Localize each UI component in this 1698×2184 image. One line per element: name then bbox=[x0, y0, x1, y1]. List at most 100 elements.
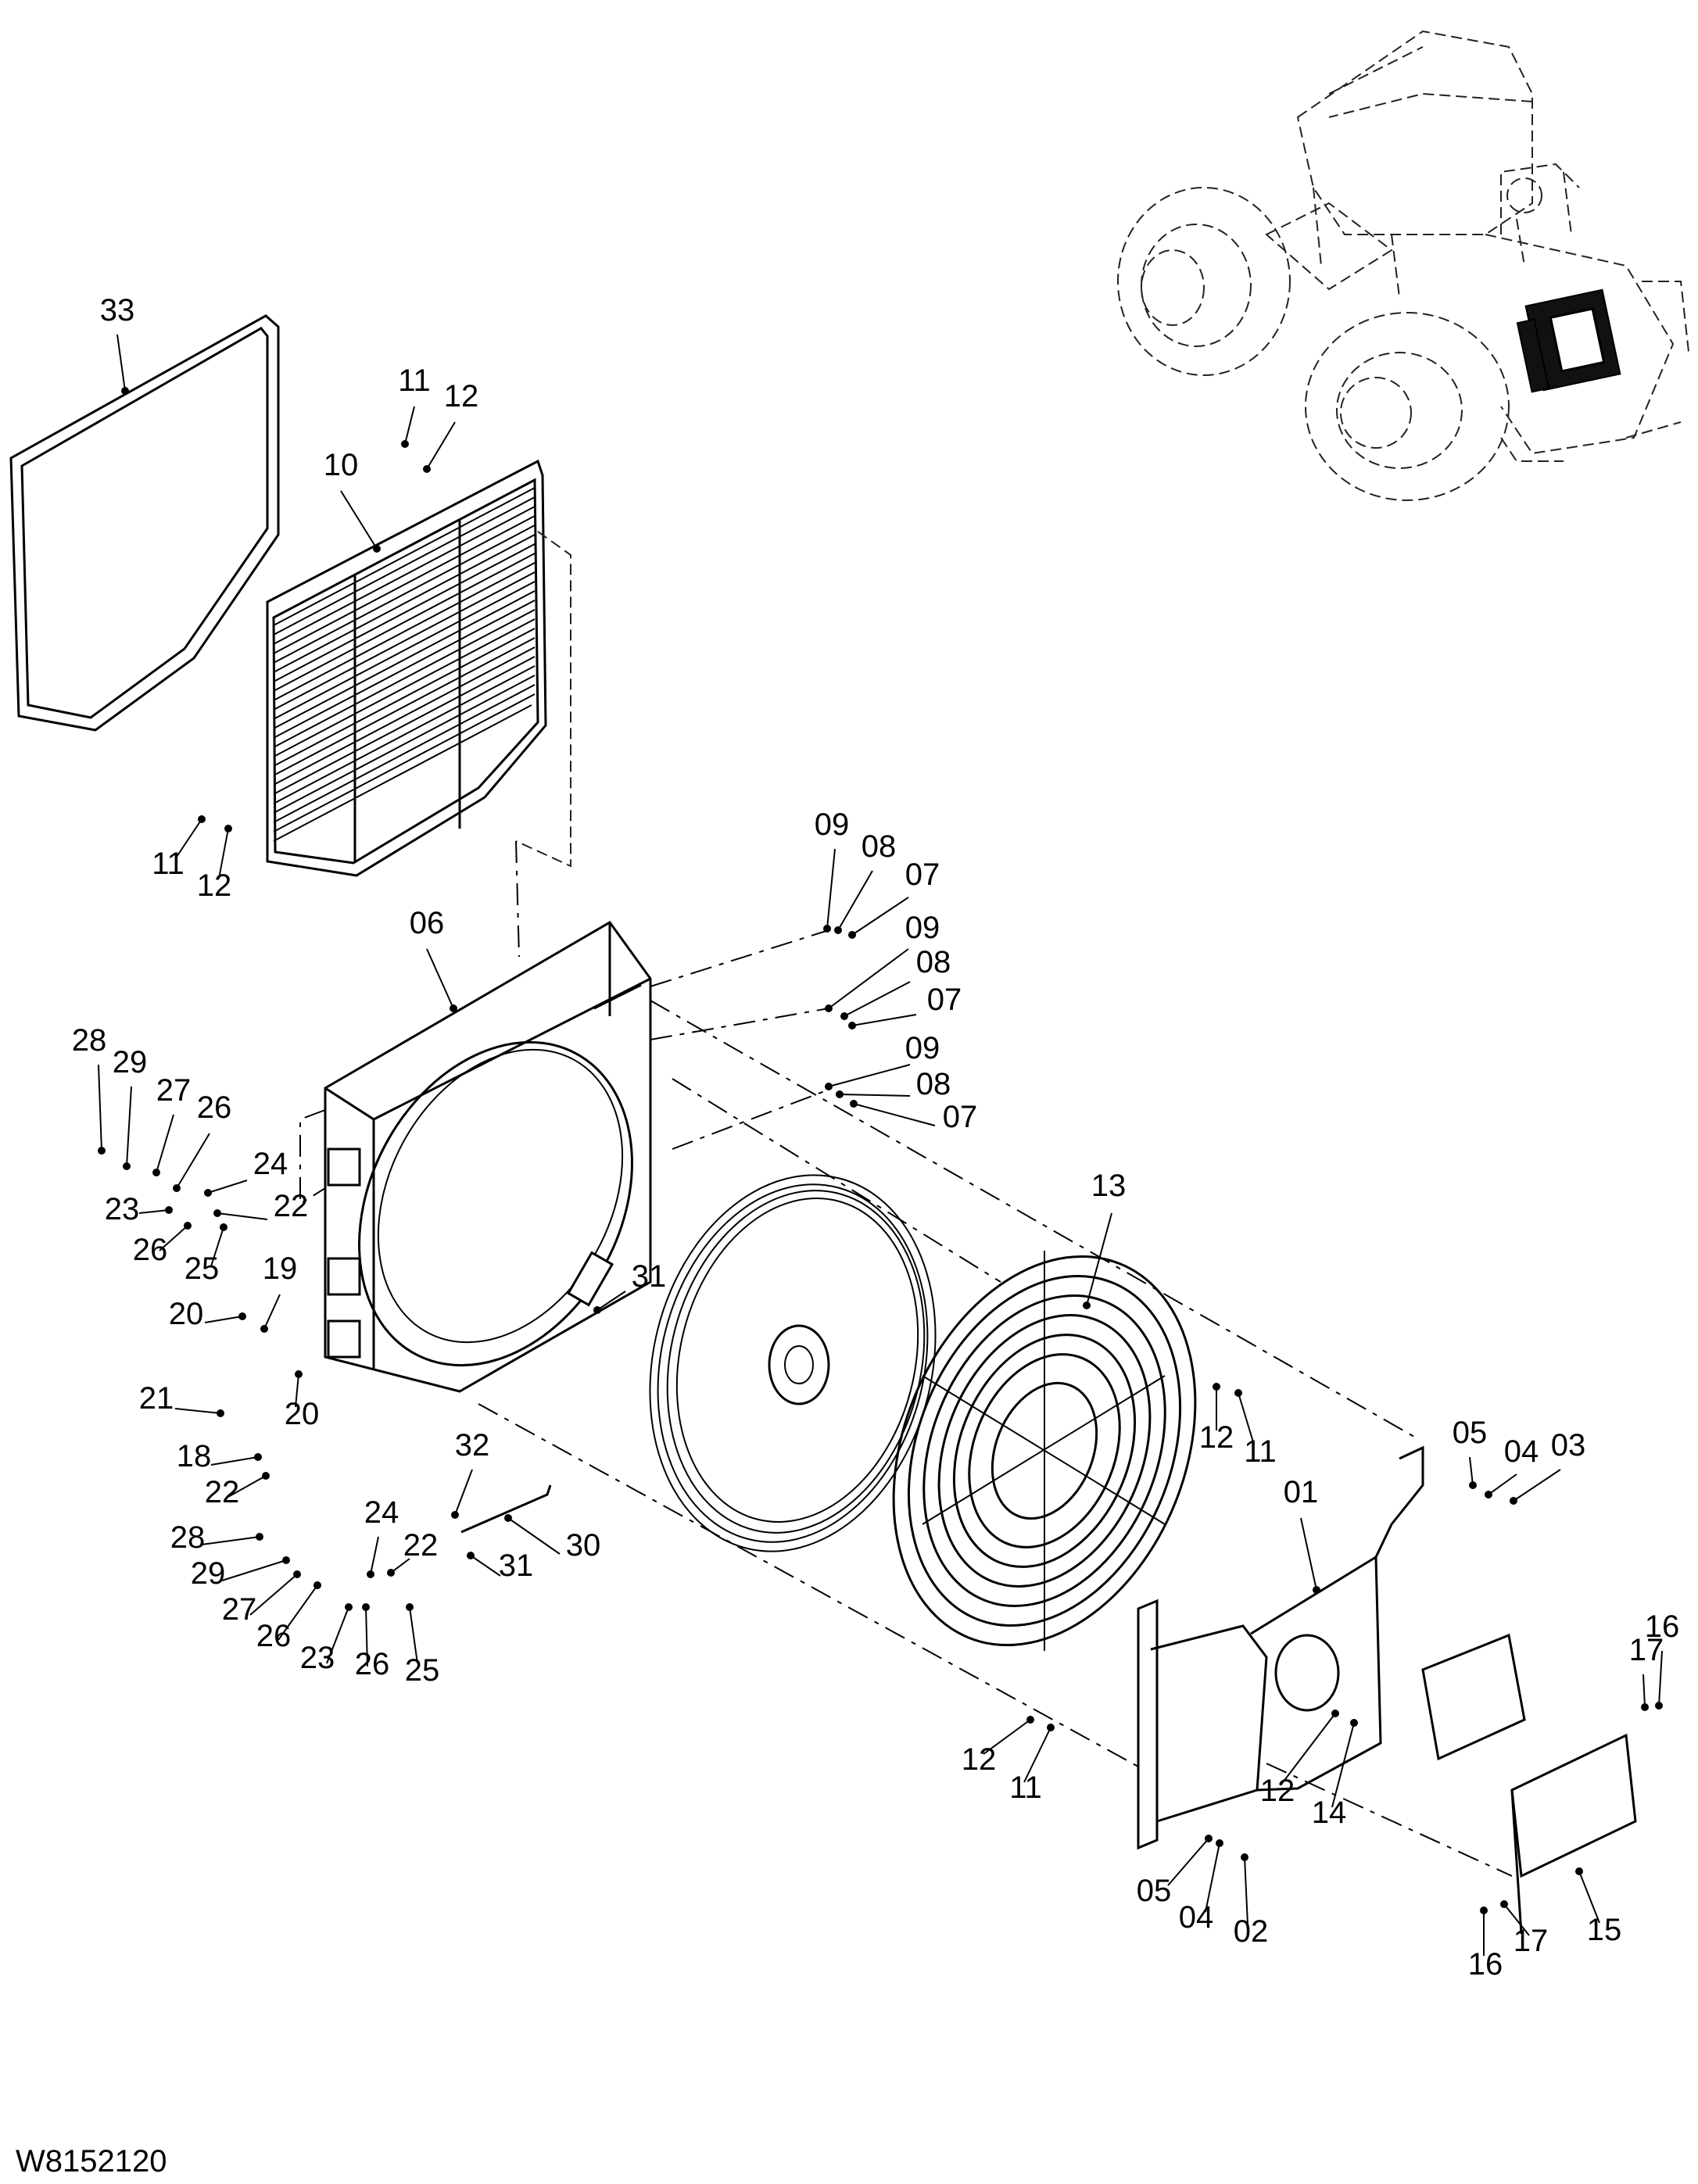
leader-line bbox=[218, 828, 229, 879]
fastener-dot bbox=[1083, 1301, 1091, 1309]
fastener-dot bbox=[184, 1222, 192, 1230]
leader-line bbox=[839, 1094, 911, 1097]
fastener-dot bbox=[823, 925, 831, 933]
fastener-dot bbox=[1205, 1835, 1213, 1842]
fastener-dot bbox=[123, 1162, 131, 1170]
callout-12: 12 bbox=[1260, 1774, 1295, 1808]
fastener-dot bbox=[1026, 1716, 1034, 1724]
part-01-bracket bbox=[1137, 1445, 1424, 1850]
callout-22: 22 bbox=[274, 1189, 309, 1223]
callout-31: 31 bbox=[499, 1548, 534, 1583]
leader-line bbox=[340, 490, 378, 550]
callout-28: 28 bbox=[72, 1023, 107, 1058]
callout-06: 06 bbox=[410, 906, 445, 940]
fastener-dot bbox=[848, 1022, 856, 1029]
leader-line bbox=[983, 1719, 1031, 1755]
callout-10: 10 bbox=[324, 448, 359, 482]
callout-26: 26 bbox=[355, 1647, 390, 1681]
leader-line bbox=[851, 1014, 917, 1026]
leader-line bbox=[156, 1114, 174, 1173]
fastener-dot bbox=[198, 815, 206, 823]
callout-20: 20 bbox=[169, 1297, 204, 1331]
leader-line bbox=[1167, 1838, 1209, 1886]
fastener-dot bbox=[848, 931, 856, 939]
callout-13: 13 bbox=[1091, 1169, 1127, 1203]
fastener-dot bbox=[1469, 1481, 1477, 1489]
leader-lines bbox=[98, 334, 1663, 1956]
leader-line bbox=[1469, 1456, 1474, 1486]
callout-02: 02 bbox=[1234, 1914, 1269, 1949]
callout-08: 08 bbox=[916, 945, 951, 979]
fastener-dot bbox=[1350, 1719, 1358, 1727]
drawing-id: W8152120 bbox=[16, 2144, 167, 2179]
callout-16: 16 bbox=[1468, 1947, 1503, 1982]
leader-line bbox=[249, 1574, 298, 1616]
leader-line bbox=[826, 848, 836, 929]
fastener-dot bbox=[165, 1206, 173, 1214]
part-30-rod bbox=[460, 1484, 552, 1534]
fastener-dot bbox=[1331, 1710, 1339, 1717]
fastener-dot bbox=[450, 1004, 457, 1012]
callout-22: 22 bbox=[403, 1528, 439, 1563]
leader-line bbox=[204, 1316, 243, 1323]
callout-22: 22 bbox=[205, 1475, 240, 1509]
callout-33: 33 bbox=[100, 293, 135, 328]
fastener-dot bbox=[836, 1090, 844, 1098]
fastener-dot bbox=[1213, 1383, 1220, 1391]
callout-15: 15 bbox=[1587, 1913, 1622, 1947]
assembly-lines bbox=[299, 840, 1513, 1877]
callout-07: 07 bbox=[905, 857, 940, 892]
fastener-dot bbox=[152, 1169, 160, 1176]
leader-line bbox=[1086, 1212, 1112, 1306]
part-06-shroud bbox=[324, 921, 652, 1393]
fastener-dot bbox=[406, 1603, 414, 1611]
leader-line bbox=[426, 948, 454, 1009]
leader-line bbox=[828, 948, 909, 1009]
fastener-dot bbox=[1641, 1703, 1649, 1711]
fastener-dot bbox=[293, 1570, 301, 1578]
fastener-dot bbox=[1047, 1724, 1055, 1731]
callout-09: 09 bbox=[905, 911, 940, 945]
leader-line bbox=[365, 1606, 368, 1667]
leader-line bbox=[507, 1517, 561, 1555]
callout-32: 32 bbox=[455, 1428, 490, 1463]
callout-16: 16 bbox=[1645, 1609, 1680, 1644]
leader-line bbox=[853, 1103, 936, 1126]
fastener-dot bbox=[850, 1100, 858, 1108]
fastener-dot bbox=[220, 1223, 227, 1231]
leader-line bbox=[1300, 1517, 1317, 1591]
tractor-location-view bbox=[1117, 30, 1689, 501]
fastener-dot bbox=[256, 1533, 263, 1541]
fastener-dot bbox=[1485, 1491, 1492, 1498]
leader-line bbox=[470, 1555, 501, 1577]
fastener-dot bbox=[213, 1209, 221, 1217]
leader-line bbox=[1488, 1473, 1517, 1495]
leader-line bbox=[207, 1180, 248, 1194]
leader-line bbox=[138, 1209, 170, 1214]
leader-line bbox=[326, 1606, 349, 1664]
leader-line bbox=[201, 1536, 260, 1545]
fastener-dot bbox=[204, 1189, 212, 1197]
callout-12: 12 bbox=[1199, 1420, 1234, 1455]
callout-25: 25 bbox=[405, 1653, 440, 1688]
fastener-dot bbox=[401, 440, 409, 448]
callout-26: 26 bbox=[256, 1619, 292, 1653]
leader-line bbox=[210, 1456, 259, 1466]
callout-27: 27 bbox=[222, 1592, 257, 1627]
leader-line bbox=[596, 1291, 626, 1311]
callout-19: 19 bbox=[263, 1251, 298, 1286]
callout-08: 08 bbox=[916, 1067, 951, 1101]
callout-04: 04 bbox=[1504, 1434, 1539, 1469]
leader-line bbox=[226, 1475, 267, 1498]
fastener-dot bbox=[295, 1370, 303, 1378]
callout-17: 17 bbox=[1629, 1633, 1664, 1667]
leader-line bbox=[851, 897, 909, 936]
callout-07: 07 bbox=[927, 983, 962, 1017]
part-13-fan-guard bbox=[892, 1251, 1197, 1651]
fastener-dot bbox=[282, 1556, 290, 1564]
fastener-dot bbox=[1510, 1497, 1517, 1505]
callout-23: 23 bbox=[300, 1641, 335, 1675]
callout-11: 11 bbox=[1009, 1770, 1042, 1805]
fastener-dot bbox=[1241, 1853, 1248, 1861]
callout-04: 04 bbox=[1179, 1900, 1214, 1935]
